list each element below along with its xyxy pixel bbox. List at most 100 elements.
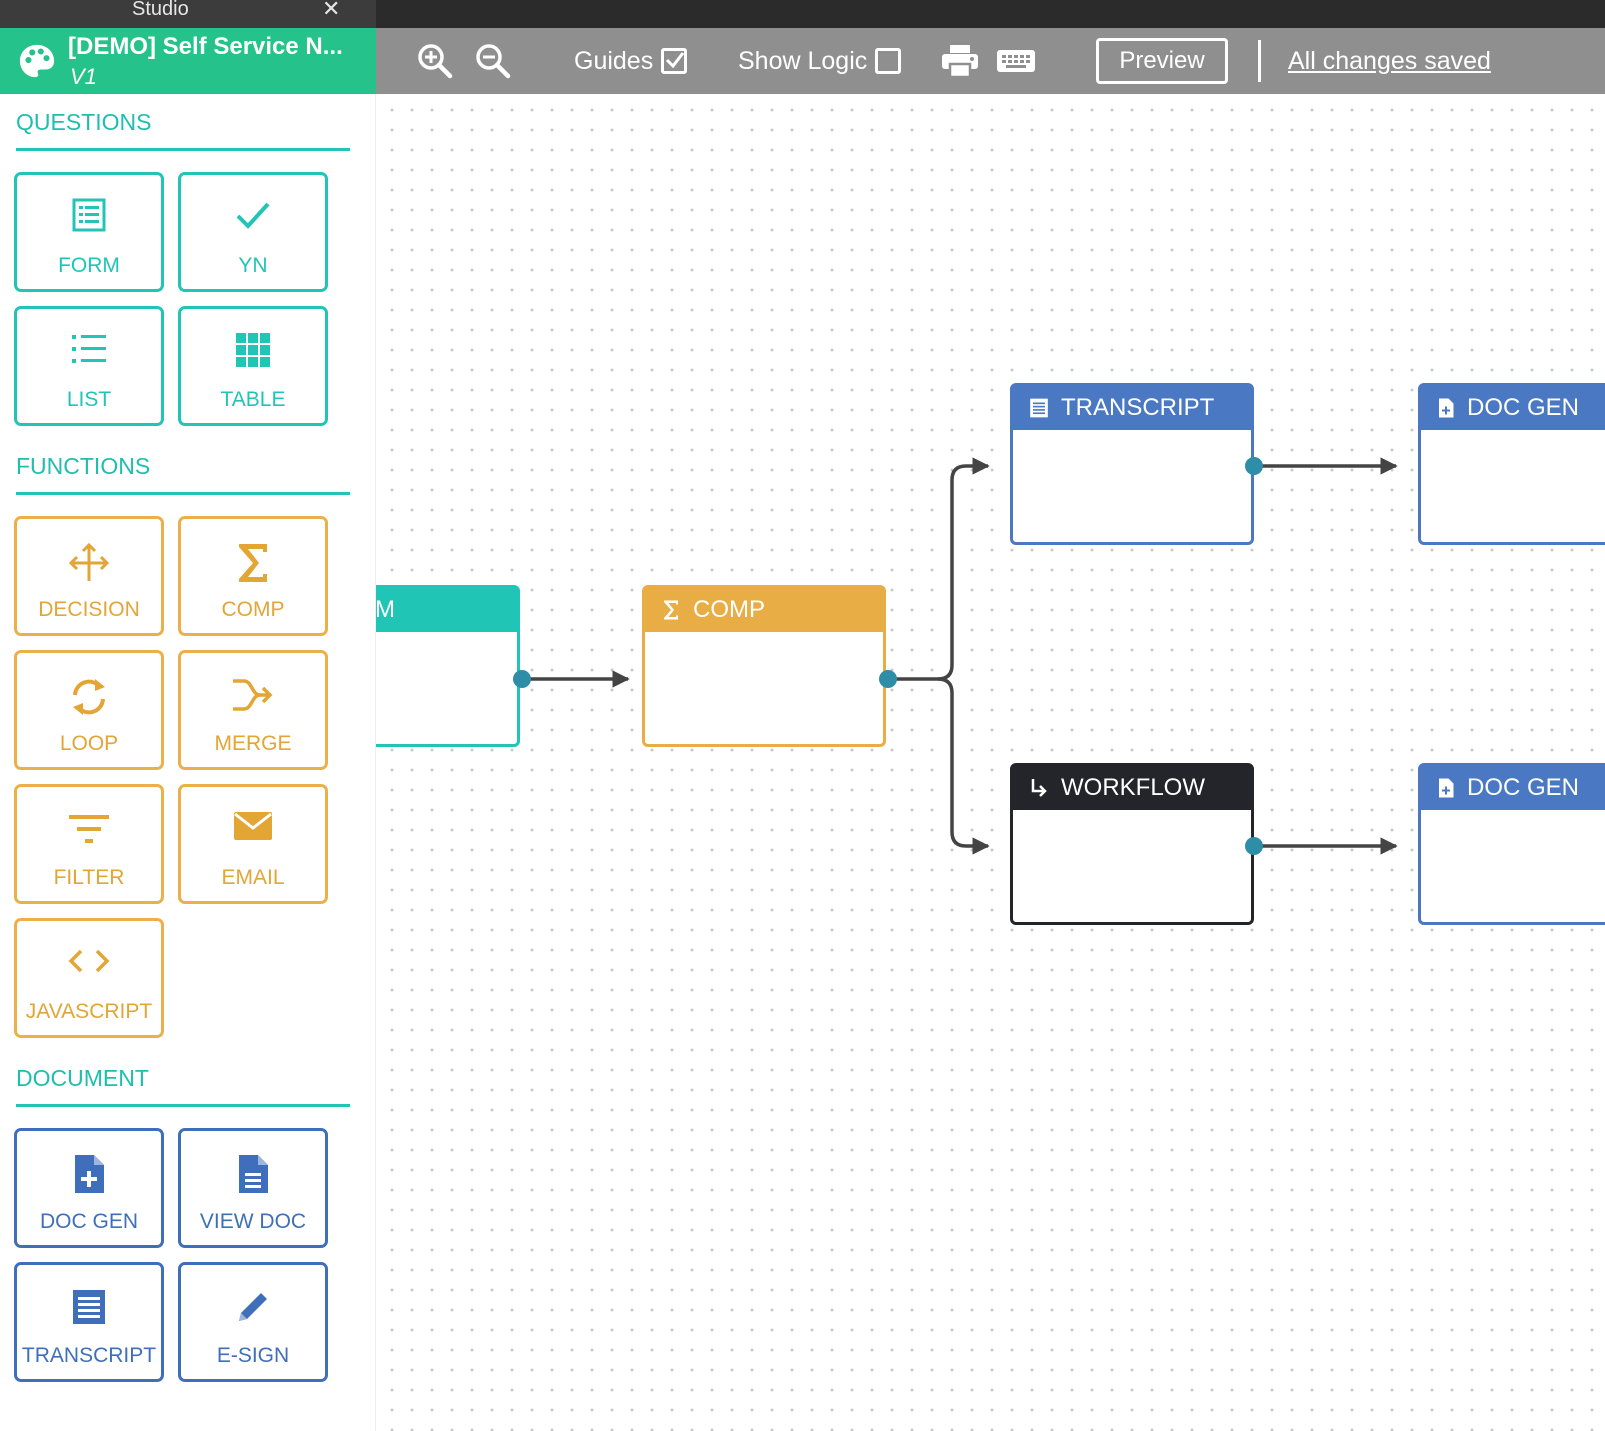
transcript-icon [1030, 398, 1048, 418]
zoom-in-icon [418, 44, 453, 79]
node-doc-gen-2[interactable]: DOC GEN [1418, 763, 1605, 925]
print-icon [942, 45, 978, 79]
list-icon [72, 335, 106, 363]
sigma-icon [239, 544, 267, 582]
palette-item-label: LOOP [59, 732, 119, 755]
node-header: TRANSCRIPT [1013, 386, 1251, 430]
table-icon [236, 333, 270, 367]
node-header: WORKFLOW [1013, 766, 1251, 810]
palette-item-yn[interactable]: YN [178, 172, 328, 292]
close-icon[interactable]: ✕ [322, 0, 341, 21]
palette-item-label: FILTER [53, 866, 125, 889]
guides-checkbox[interactable] [661, 48, 688, 74]
doc-gen-icon [1439, 398, 1454, 418]
palette-item-email[interactable]: EMAIL [178, 784, 328, 904]
palette-item-merge[interactable]: MERGE [178, 650, 328, 770]
port-form-out [513, 670, 531, 688]
palette-item-decision[interactable]: DECISION [14, 516, 164, 636]
guides-label: Guides [574, 46, 654, 75]
palette-item-label: LIST [66, 388, 112, 411]
flow-canvas[interactable]: M COMP TRANSCRIPT DOC GEN WORKFLOW [376, 94, 1605, 1431]
project-name[interactable]: [DEMO] Self Service N... [68, 33, 343, 60]
document-heading: DOCUMENT [16, 1065, 149, 1091]
node-transcript[interactable]: TRANSCRIPT [1010, 383, 1254, 545]
node-workflow[interactable]: WORKFLOW [1010, 763, 1254, 925]
pencil-icon [239, 1293, 267, 1321]
node-title: DOC GEN [1467, 394, 1580, 421]
palette-item-doc-gen[interactable]: DOC GEN [14, 1128, 164, 1248]
port-transcript-out [1245, 457, 1263, 475]
connector-layer [522, 457, 1398, 855]
palette-item-label: DECISION [38, 598, 140, 621]
questions-divider [16, 148, 350, 151]
print-button[interactable] [940, 28, 980, 94]
form-icon [72, 198, 106, 232]
view-doc-icon [239, 1155, 268, 1193]
merge-icon [233, 679, 273, 711]
palette-item-transcript[interactable]: TRANSCRIPT [14, 1262, 164, 1382]
palette-item-label: YN [238, 254, 268, 277]
check-icon [236, 202, 270, 229]
palette-item-view-doc[interactable]: VIEW DOC [178, 1128, 328, 1248]
node-header: DOC GEN [1421, 766, 1605, 810]
wire-comp-workflow [937, 677, 990, 855]
keyboard-icon [997, 50, 1035, 72]
project-version: V1 [70, 64, 97, 89]
keyboard-button[interactable] [996, 28, 1036, 94]
zoom-in-button[interactable] [416, 28, 454, 94]
palette-item-label: JAVASCRIPT [25, 1000, 153, 1023]
palette-item-filter[interactable]: FILTER [14, 784, 164, 904]
palette-item-javascript[interactable]: JAVASCRIPT [14, 918, 164, 1038]
decision-icon [68, 542, 110, 581]
palette-item-label: E-SIGN [216, 1344, 290, 1367]
guides-toggle[interactable]: Guides [574, 28, 688, 94]
transcript-icon [73, 1290, 105, 1324]
show-logic-label: Show Logic [738, 46, 868, 75]
code-icon [68, 949, 110, 973]
node-comp[interactable]: COMP [642, 585, 886, 747]
node-header: DOC GEN [1421, 386, 1605, 430]
show-logic-toggle[interactable]: Show Logic [738, 28, 902, 94]
filter-icon [69, 815, 109, 843]
palette-item-form[interactable]: FORM [14, 172, 164, 292]
functions-heading: FUNCTIONS [16, 453, 151, 479]
show-logic-checkbox[interactable] [875, 48, 902, 74]
palette-item-label: TRANSCRIPT [21, 1344, 157, 1367]
preview-button[interactable]: Preview [1096, 38, 1228, 84]
node-header: COMP [645, 588, 883, 632]
zoom-out-button[interactable] [474, 28, 512, 94]
sigma-icon [664, 600, 678, 620]
email-icon [234, 812, 272, 840]
palette-item-e-sign[interactable]: E-SIGN [178, 1262, 328, 1382]
toolbar: Guides Show Logic Preview All chan [376, 28, 1605, 94]
palette-item-table[interactable]: TABLE [178, 306, 328, 426]
tab-title: Studio [132, 0, 189, 20]
palette-item-comp[interactable]: COMP [178, 516, 328, 636]
palette-item-label: EMAIL [221, 866, 285, 889]
palette-item-label: TABLE [220, 388, 286, 411]
document-divider [16, 1104, 350, 1107]
doc-gen-icon [75, 1155, 104, 1193]
node-header: M [376, 588, 517, 632]
palette-item-label: VIEW DOC [199, 1210, 307, 1233]
port-workflow-out [1245, 837, 1263, 855]
sidebar-palette: QUESTIONS FORM YN LIST TABLE FUNCTIONS D… [0, 94, 376, 1431]
project-header: [DEMO] Self Service N... V1 [0, 28, 376, 94]
node-doc-gen-1[interactable]: DOC GEN [1418, 383, 1605, 545]
node-title: WORKFLOW [1061, 774, 1205, 801]
palette-item-loop[interactable]: LOOP [14, 650, 164, 770]
node-title: TRANSCRIPT [1061, 394, 1215, 421]
palette-item-list[interactable]: LIST [14, 306, 164, 426]
toolbar-divider [1258, 40, 1261, 82]
node-title: COMP [693, 596, 765, 623]
node-form[interactable]: M [376, 585, 520, 747]
zoom-out-icon [476, 44, 511, 79]
save-status-link[interactable]: All changes saved [1288, 47, 1491, 75]
check-icon [666, 52, 685, 69]
port-layer [513, 457, 1263, 855]
node-title: M [376, 596, 395, 623]
studio-tab[interactable]: Studio ✕ [0, 0, 376, 28]
port-comp-out [879, 670, 897, 688]
palette-item-label: COMP [221, 598, 285, 621]
palette-item-label: DOC GEN [39, 1210, 138, 1233]
